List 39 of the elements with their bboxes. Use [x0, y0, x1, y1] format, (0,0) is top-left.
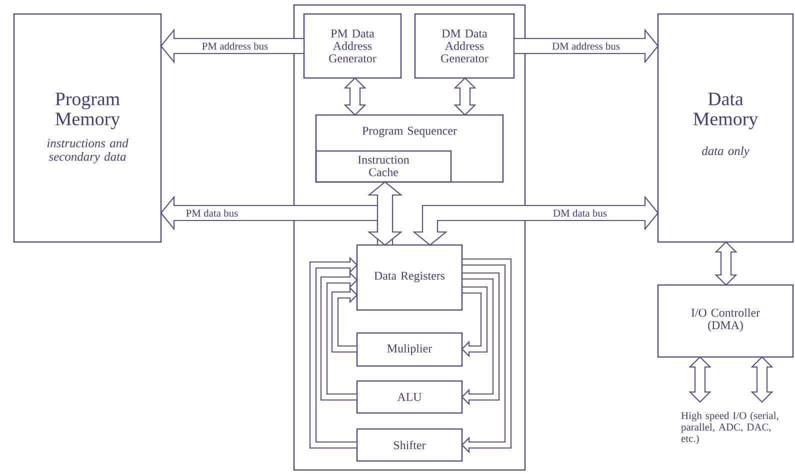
- bus-arrow: [750, 356, 774, 403]
- bus-arrow: [461, 272, 500, 406]
- bus-arrow: [412, 195, 659, 246]
- box-label: Data Registers: [374, 272, 445, 282]
- block-box: [657, 13, 794, 243]
- memory-note: data only: [702, 146, 750, 158]
- bus-arrow: [461, 258, 512, 454]
- block-box: [414, 13, 515, 79]
- memory-title: Data Memory: [693, 92, 758, 130]
- block-box: [315, 114, 504, 183]
- bus-arrow: [367, 181, 403, 246]
- bus-arrow: [714, 241, 738, 286]
- block-box: [356, 332, 463, 367]
- box-label: PM Data Address Generator: [329, 30, 376, 62]
- bus-arrow: [688, 356, 712, 403]
- block-box: [356, 428, 463, 462]
- bus-arrow: [454, 77, 476, 116]
- box-label: ALU: [397, 393, 422, 401]
- io-note: High speed I/O (serial, parallel, ADC, DAC, etc.): [681, 412, 778, 444]
- box-label: Muliplier: [387, 344, 432, 355]
- bus-arrow: [331, 286, 358, 353]
- block-box: [657, 284, 794, 358]
- block-box: [13, 13, 162, 243]
- memory-title: Program Memory: [55, 92, 120, 130]
- memory-note: instructions and secondary data: [47, 138, 128, 164]
- box-label: I/O Controller (DMA): [691, 308, 760, 332]
- box-label: Program Sequencer: [362, 126, 457, 138]
- block-box: [356, 380, 463, 414]
- bus-arrow: [461, 286, 488, 358]
- block-box: [303, 13, 402, 79]
- box-label: Shifter: [394, 440, 426, 450]
- outline-box: [293, 4, 526, 471]
- bus-arrow: [344, 77, 366, 116]
- box-label: DM Data Address Generator: [441, 30, 488, 62]
- bus-arrow: [320, 272, 358, 401]
- box-label: Instruction Cache: [358, 156, 410, 176]
- block-box: [356, 244, 463, 311]
- bus-arrow: [309, 256, 358, 449]
- block-box: [315, 150, 452, 183]
